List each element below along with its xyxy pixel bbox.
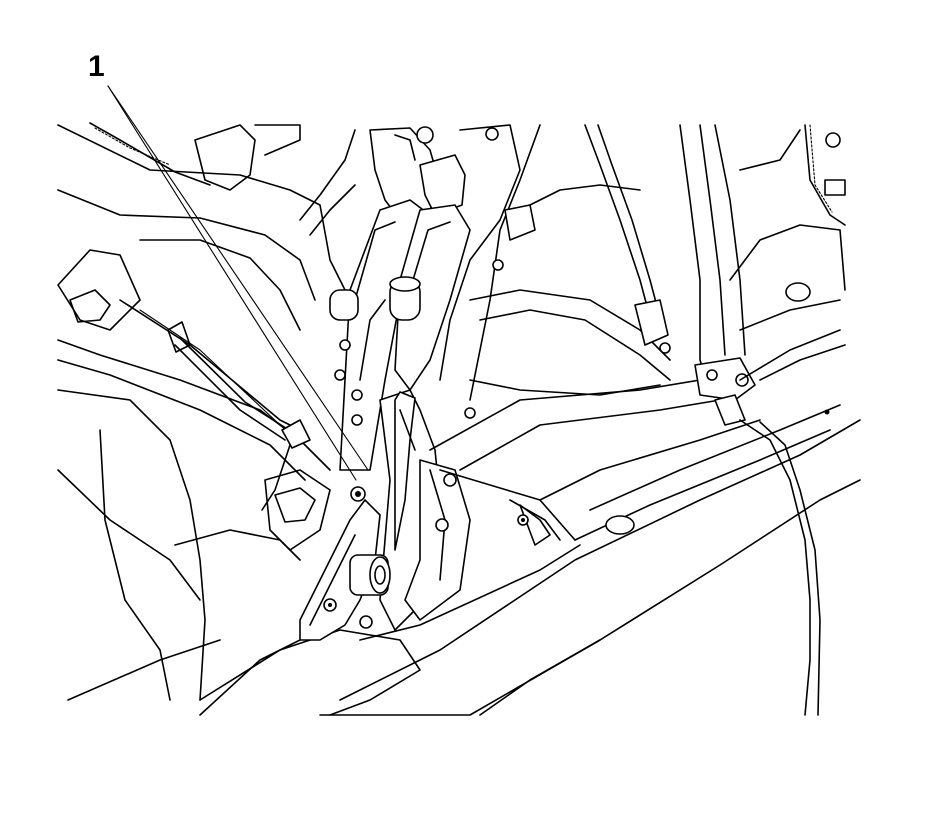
left-upper-panel [57, 122, 356, 481]
hinge-assembly [299, 126, 471, 641]
left-rod [174, 337, 311, 511]
left-floor-panel [57, 389, 421, 716]
callout-label-1: 1 [88, 50, 105, 83]
center-beams [319, 379, 861, 716]
right-pillar [679, 124, 846, 426]
right-cable [739, 419, 821, 716]
gas-strut [584, 124, 671, 354]
callout-1-leaders [107, 85, 369, 481]
upper-center-structure [439, 124, 671, 419]
